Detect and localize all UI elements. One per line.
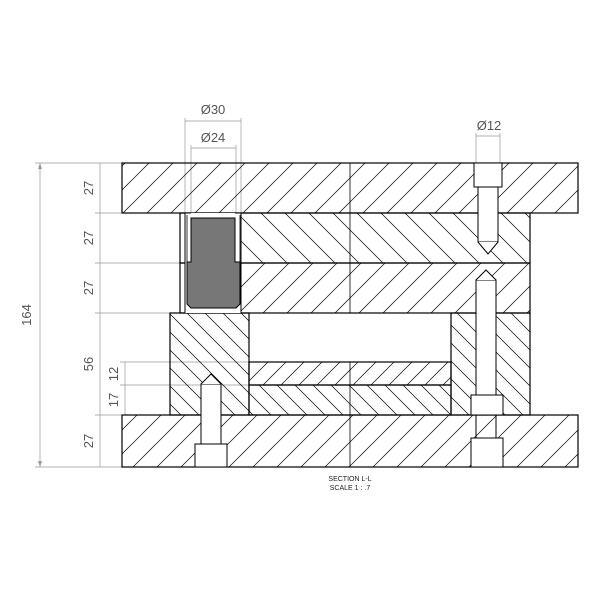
scale-caption: SCALE 1 : .7: [330, 485, 371, 492]
dimension-arrows: [38, 163, 42, 467]
punch: [184, 212, 242, 313]
lower-die-block: [248, 384, 452, 416]
right-lower-pin: [470, 269, 504, 468]
punch-plate: [179, 212, 531, 264]
section-caption: SECTION L-L: [328, 476, 371, 483]
dim-overall-height: 164: [19, 304, 34, 326]
stripper-plate: [179, 262, 531, 314]
dim-dia-pin: Ø12: [477, 118, 502, 133]
top-plate: [121, 162, 579, 214]
right-upper-pin: [473, 162, 503, 255]
dim-upper-die-block: 12: [106, 367, 121, 381]
dim-punch-plate: 27: [81, 231, 96, 245]
dim-dia-inner: Ø24: [201, 130, 226, 145]
left-lower-pin: [194, 373, 228, 468]
dim-stripper-plate: 27: [81, 281, 96, 295]
dim-die-set-height: 56: [81, 357, 96, 371]
bottom-plate: [121, 414, 579, 468]
upper-die-block: [248, 361, 452, 386]
dim-dia-outer: Ø30: [201, 102, 226, 117]
dim-lower-die-block: 17: [106, 393, 121, 407]
dim-top-plate: 27: [81, 181, 96, 195]
dim-bottom-plate: 27: [81, 434, 96, 448]
